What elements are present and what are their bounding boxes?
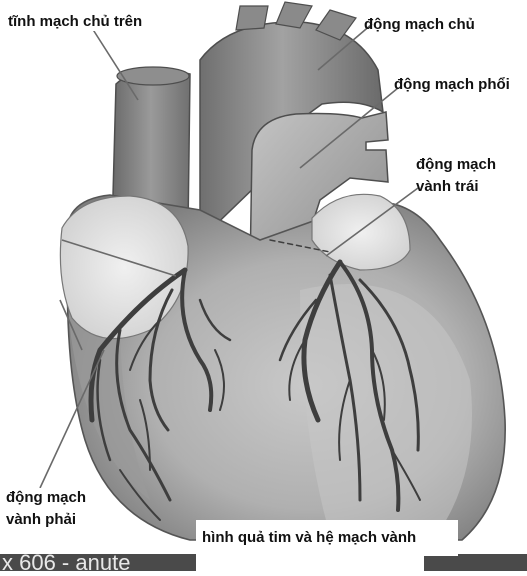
label-superior-vena-cava: tĩnh mạch chủ trên bbox=[6, 12, 144, 31]
label-aorta: động mạch chủ bbox=[364, 15, 475, 34]
figure-caption: hình quả tim và hệ mạch vành bbox=[196, 520, 458, 556]
bottom-bar-cover bbox=[196, 554, 424, 571]
label-right-coronary-line1: động mạch bbox=[4, 488, 88, 507]
label-left-coronary-line1: động mạch bbox=[416, 155, 496, 174]
label-left-coronary-line2: vành trái bbox=[416, 177, 479, 196]
label-right-coronary-line2: vành phải bbox=[4, 510, 78, 529]
label-pulmonary-artery: động mạch phổi bbox=[394, 75, 510, 94]
bottom-bar-text: x 606 - anute bbox=[2, 554, 130, 571]
bottom-bar: x 606 - anute bbox=[0, 554, 527, 571]
